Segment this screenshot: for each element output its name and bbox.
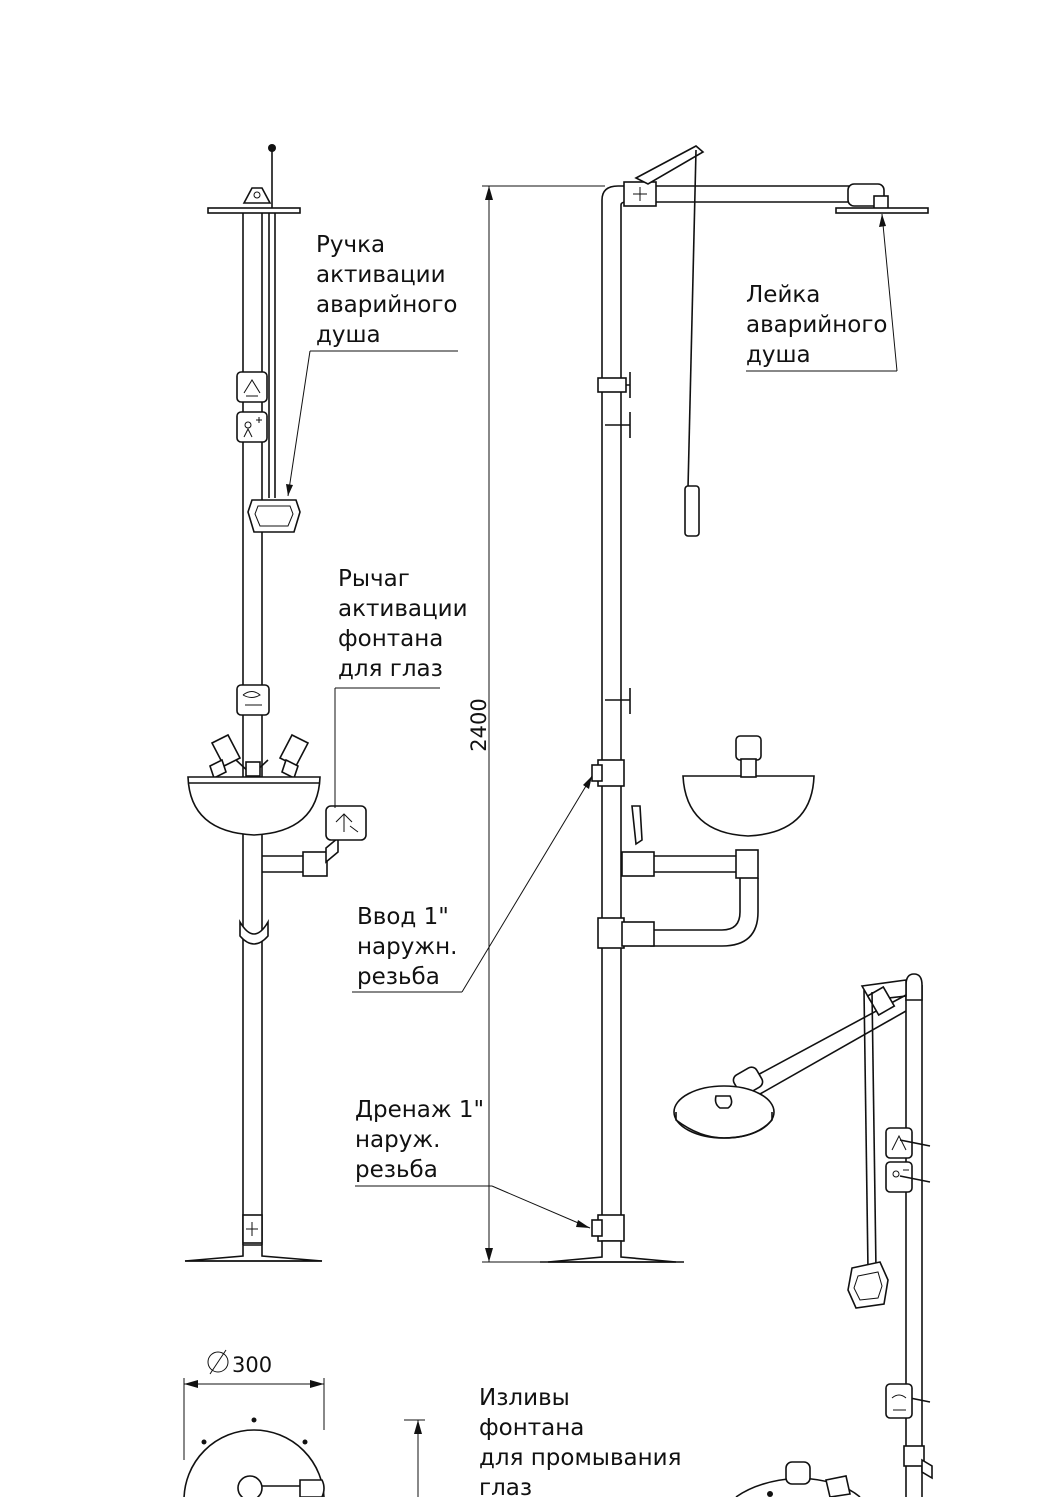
label-drain: Дренаж 1" наруж. резьба	[355, 1097, 591, 1229]
label-eyewash-lever: Рычаг активации фонтана для глаз	[334, 566, 468, 808]
label-inlet: Ввод 1" наружн. резьба	[352, 775, 593, 993]
shower-handle-line-4: душа	[316, 322, 381, 348]
shower-head-line-2: аварийного	[746, 312, 888, 338]
label-shower-handle: Ручка активации аварийного душа	[286, 232, 458, 497]
inlet-line-1: Ввод 1"	[357, 904, 449, 930]
height-dimension: 2400	[467, 185, 605, 1263]
inlet-line-2: наружн.	[357, 934, 457, 960]
label-eyewash-spouts: Изливы фонтана для промывания глаз	[479, 1385, 681, 1497]
eyewash-spouts-line-1: Изливы	[479, 1385, 570, 1411]
isometric-view	[673, 973, 933, 1497]
top-view: 300	[183, 1349, 425, 1497]
eyewash-spouts-line-3: для промывания	[479, 1445, 681, 1471]
side-view	[540, 145, 929, 1263]
eyewash-lever-line-1: Рычаг	[338, 566, 410, 592]
eyewash-lever-line-4: для глаз	[338, 656, 443, 682]
shower-handle-line-1: Ручка	[316, 232, 385, 258]
eyewash-spouts-front	[209, 733, 310, 780]
shower-head-line-1: Лейка	[746, 282, 820, 308]
shower-head-line-3: душа	[746, 342, 811, 368]
eyewash-lever-line-3: фонтана	[338, 626, 443, 652]
label-shower-head: Лейка аварийного душа	[746, 213, 898, 372]
drain-line-3: резьба	[355, 1157, 438, 1183]
eyewash-spouts-line-4: глаз	[479, 1475, 532, 1497]
shower-handle-line-2: активации	[316, 262, 446, 288]
inlet-line-3: резьба	[357, 964, 440, 990]
front-view	[184, 144, 367, 1262]
height-dimension-text: 2400	[467, 698, 491, 751]
shower-handle-line-3: аварийного	[316, 292, 458, 318]
eyewash-basin-front	[187, 776, 321, 836]
eyewash-lever-line-2: активации	[338, 596, 468, 622]
diameter-dimension-text: 300	[232, 1353, 272, 1377]
drain-line-1: Дренаж 1"	[355, 1097, 484, 1123]
eyewash-spouts-line-2: фонтана	[479, 1415, 584, 1441]
drain-line-2: наруж.	[355, 1127, 440, 1153]
